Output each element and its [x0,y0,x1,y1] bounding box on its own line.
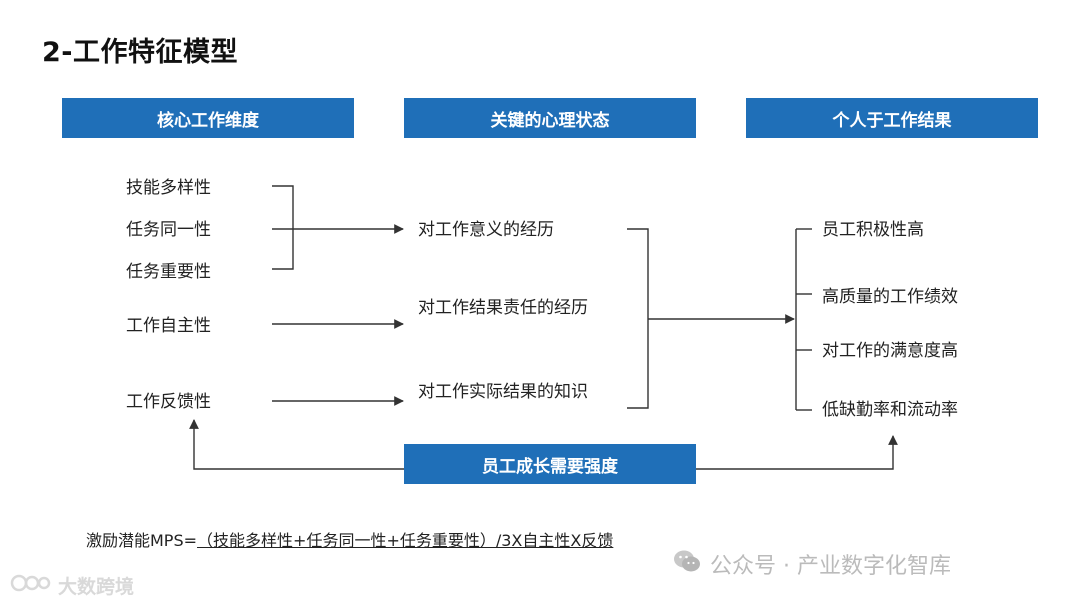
moderator-label: 员工成长需要强度 [482,456,618,477]
bracket-psych-states [627,228,649,409]
page-title: 2-工作特征模型 [42,37,238,68]
core-dimension-task-significance: 任务重要性 [126,262,211,282]
arrow-moderator-left [189,419,404,470]
psych-state-meaningfulness: 对工作意义的经历 [418,220,554,240]
mps-formula: 激励潜能MPS=（技能多样性+任务同一性+任务重要性）/3X自主性X反馈 [86,527,613,551]
psych-state-responsibility: 对工作结果责任的经历 [418,298,588,318]
bracket-core-top3 [272,185,294,270]
arrow-moderator-right [696,435,898,470]
core-dimension-feedback: 工作反馈性 [126,392,211,412]
header-core-dimensions-label: 核心工作维度 [157,110,259,131]
core-dimension-task-identity: 任务同一性 [126,220,211,240]
mps-formula-prefix: 激励潜能MPS= [86,531,198,550]
watermark-left-text: 大数跨境 [58,576,135,598]
header-core-dimensions: 核心工作维度 [62,98,354,138]
watermark-right-text: 公众号 · 产业数字化智库 [710,554,951,579]
header-psych-states: 关键的心理状态 [404,98,696,138]
core-dimension-autonomy: 工作自主性 [126,316,211,336]
brand-logo-icon [10,572,52,599]
header-outcomes-label: 个人于工作结果 [832,110,952,131]
watermark-right: 公众号 · 产业数字化智库 [672,548,951,580]
moderator-box: 员工成长需要强度 [404,444,696,484]
mps-formula-expression: （技能多样性+任务同一性+任务重要性）/3X自主性X反馈 [197,531,614,550]
outcome-performance: 高质量的工作绩效 [822,287,958,307]
wechat-icon [672,548,702,580]
psych-state-knowledge: 对工作实际结果的知识 [418,382,588,402]
core-dimension-skill-variety: 技能多样性 [126,178,211,198]
watermark-left: 大数跨境 [10,572,134,599]
outcome-satisfaction: 对工作的满意度高 [822,341,958,361]
outcome-motivation: 员工积极性高 [822,220,924,240]
outcome-absenteeism: 低缺勤率和流动率 [822,400,958,420]
header-outcomes: 个人于工作结果 [746,98,1038,138]
header-psych-states-label: 关键的心理状态 [490,110,610,131]
